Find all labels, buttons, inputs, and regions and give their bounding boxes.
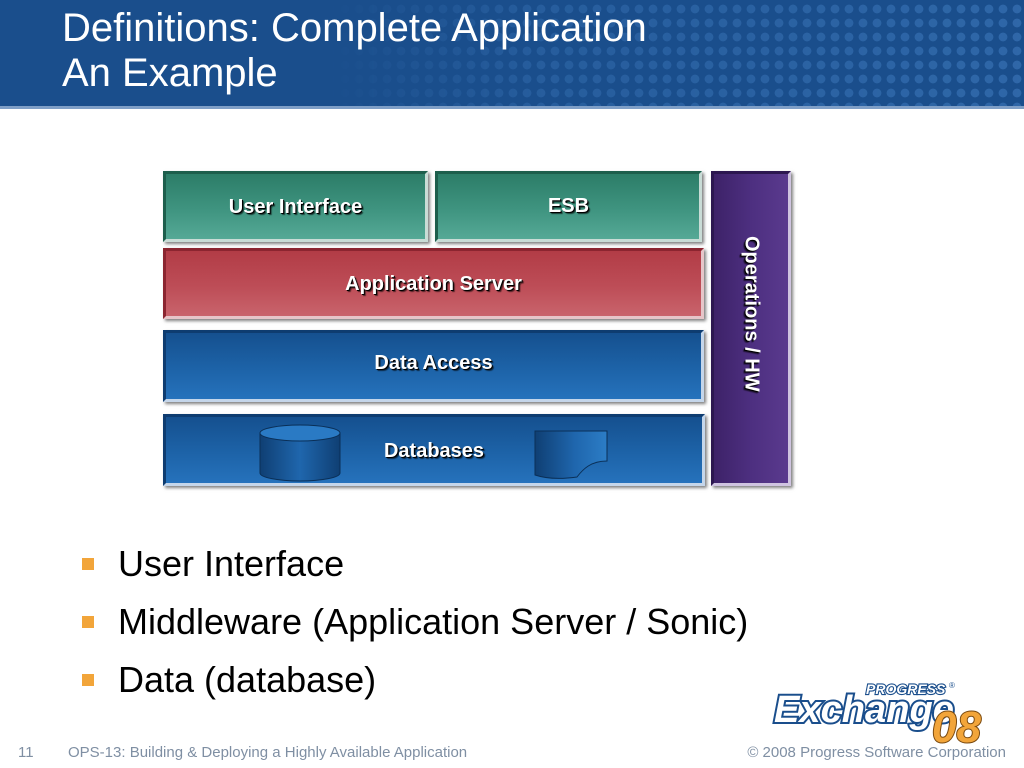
esb-box: ESB (435, 171, 702, 242)
bullet-text: Data (database) (118, 659, 377, 700)
user-interface-label: User Interface (228, 196, 363, 218)
database-cylinder-icon (259, 424, 341, 482)
square-bullet-icon (82, 674, 94, 686)
footer: 11 OPS-13: Building & Deploying a Highly… (0, 740, 1024, 764)
databases-box: Databases (163, 414, 705, 486)
slide-title: Definitions: Complete Application An Exa… (62, 6, 647, 96)
header-divider (0, 106, 1024, 109)
logo-year: 08 (932, 703, 981, 746)
logo-registered: ® (949, 681, 955, 690)
document-icon (534, 430, 608, 479)
header-dot-pattern (324, 0, 1024, 106)
square-bullet-icon (82, 616, 94, 628)
operations-hw-box: Operations / HW (711, 171, 791, 486)
progress-exchange-logo: PROGRESS ® Exchange 08 (772, 680, 982, 746)
data-access-label: Data Access (374, 352, 493, 374)
application-server-label: Application Server (345, 273, 522, 295)
footer-title: OPS-13: Building & Deploying a Highly Av… (68, 744, 468, 761)
logo-name: Exchange (774, 689, 954, 731)
data-access-box: Data Access (163, 330, 704, 402)
databases-label: Databases (383, 440, 485, 462)
title-line-2: An Example (62, 51, 278, 95)
bullet-text: User Interface (118, 543, 345, 584)
esb-label: ESB (547, 195, 590, 217)
operations-hw-label: Operations / HW (740, 236, 763, 392)
user-interface-box: User Interface (163, 171, 428, 242)
title-bar: Definitions: Complete Application An Exa… (0, 0, 1024, 106)
copyright-notice: © 2008 Progress Software Corporation (747, 744, 1006, 761)
application-server-box: Application Server (163, 248, 704, 319)
logo-brand: PROGRESS (866, 681, 946, 697)
title-line-1: Definitions: Complete Application (62, 6, 647, 50)
slide-number: 11 (18, 744, 34, 761)
square-bullet-icon (82, 558, 94, 570)
bullet-text: Middleware (Application Server / Sonic) (118, 601, 749, 642)
